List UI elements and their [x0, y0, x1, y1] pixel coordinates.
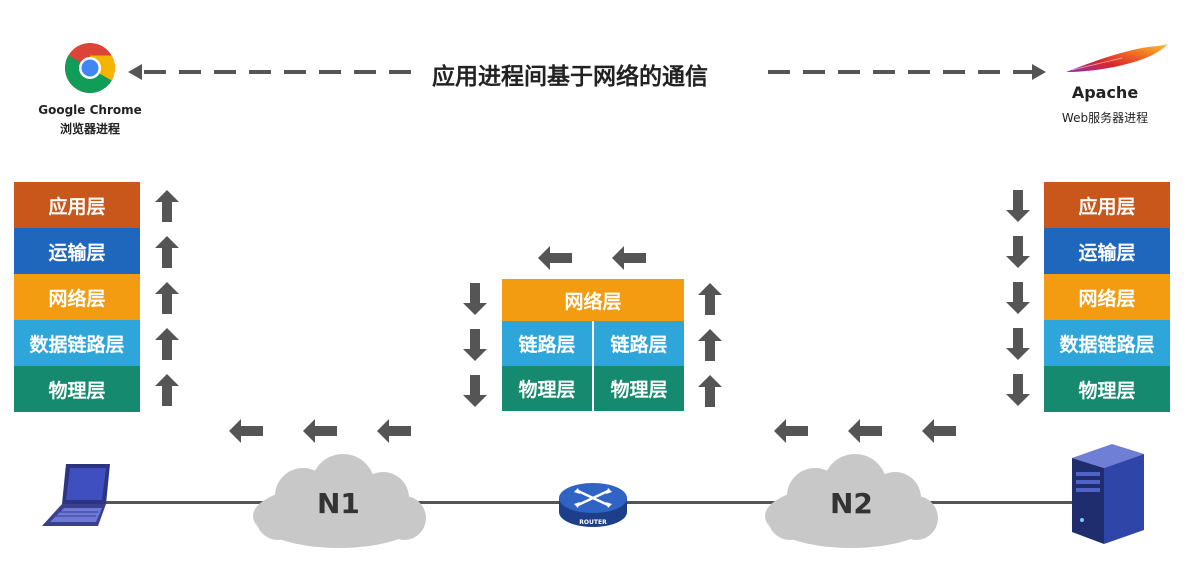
server-process-name: Web服务器进程 — [1061, 111, 1149, 125]
dashed-communication-line — [128, 64, 1046, 80]
chrome-icon — [64, 42, 116, 94]
left-arrow-icon — [538, 246, 572, 270]
up-arrow-icon — [155, 282, 179, 314]
left-datalink-layer: 数据链路层 — [14, 320, 140, 366]
left-arrow-icon — [922, 419, 956, 443]
left-transport-layer: 运输层 — [14, 228, 140, 274]
left-arrow-icon — [377, 419, 411, 443]
right-network-layer: 网络层 — [1044, 274, 1170, 320]
server-icon — [1068, 440, 1148, 546]
up-arrow-icon — [155, 236, 179, 268]
laptop-icon — [40, 462, 116, 532]
left-arrow-icon — [303, 419, 337, 443]
network-n2-label: N2 — [830, 487, 873, 520]
up-arrow-icon — [155, 190, 179, 222]
left-arrow-icon — [612, 246, 646, 270]
up-arrow-icon — [698, 283, 722, 315]
router-label: ROUTER — [579, 519, 607, 526]
left-physical-layer: 物理层 — [14, 366, 140, 412]
right-physical-layer: 物理层 — [1044, 366, 1170, 412]
router-physical-layer-right: 物理层 — [594, 366, 684, 411]
router-physical-layer-left: 物理层 — [502, 366, 592, 411]
cloud-n1-icon — [248, 452, 430, 556]
page-title: 应用进程间基于网络的通信 — [432, 64, 708, 90]
down-arrow-icon — [1006, 374, 1030, 406]
left-arrow-icon — [229, 419, 263, 443]
down-arrow-icon — [463, 283, 487, 315]
router-icon — [556, 478, 630, 530]
router-network-layer: 网络层 — [502, 279, 684, 321]
up-arrow-icon — [155, 374, 179, 406]
left-application-layer: 应用层 — [14, 182, 140, 228]
down-arrow-icon — [1006, 190, 1030, 222]
down-arrow-icon — [1006, 282, 1030, 314]
client-app-name: Google Chrome — [38, 103, 142, 117]
cloud-n2-icon — [760, 452, 942, 556]
down-arrow-icon — [1006, 236, 1030, 268]
up-arrow-icon — [698, 375, 722, 407]
server-app-name: Apache — [1071, 83, 1139, 102]
left-arrow-icon — [848, 419, 882, 443]
down-arrow-icon — [1006, 328, 1030, 360]
up-arrow-icon — [698, 329, 722, 361]
network-n1-label: N1 — [317, 487, 360, 520]
apache-feather-icon — [1062, 40, 1172, 80]
left-network-layer: 网络层 — [14, 274, 140, 320]
right-transport-layer: 运输层 — [1044, 228, 1170, 274]
left-arrow-icon — [774, 419, 808, 443]
router-link-layer-left: 链路层 — [502, 321, 592, 366]
router-link-layer-right: 链路层 — [594, 321, 684, 366]
up-arrow-icon — [155, 328, 179, 360]
down-arrow-icon — [463, 329, 487, 361]
right-application-layer: 应用层 — [1044, 182, 1170, 228]
right-datalink-layer: 数据链路层 — [1044, 320, 1170, 366]
client-process-name: 浏览器进程 — [59, 122, 120, 136]
down-arrow-icon — [463, 375, 487, 407]
